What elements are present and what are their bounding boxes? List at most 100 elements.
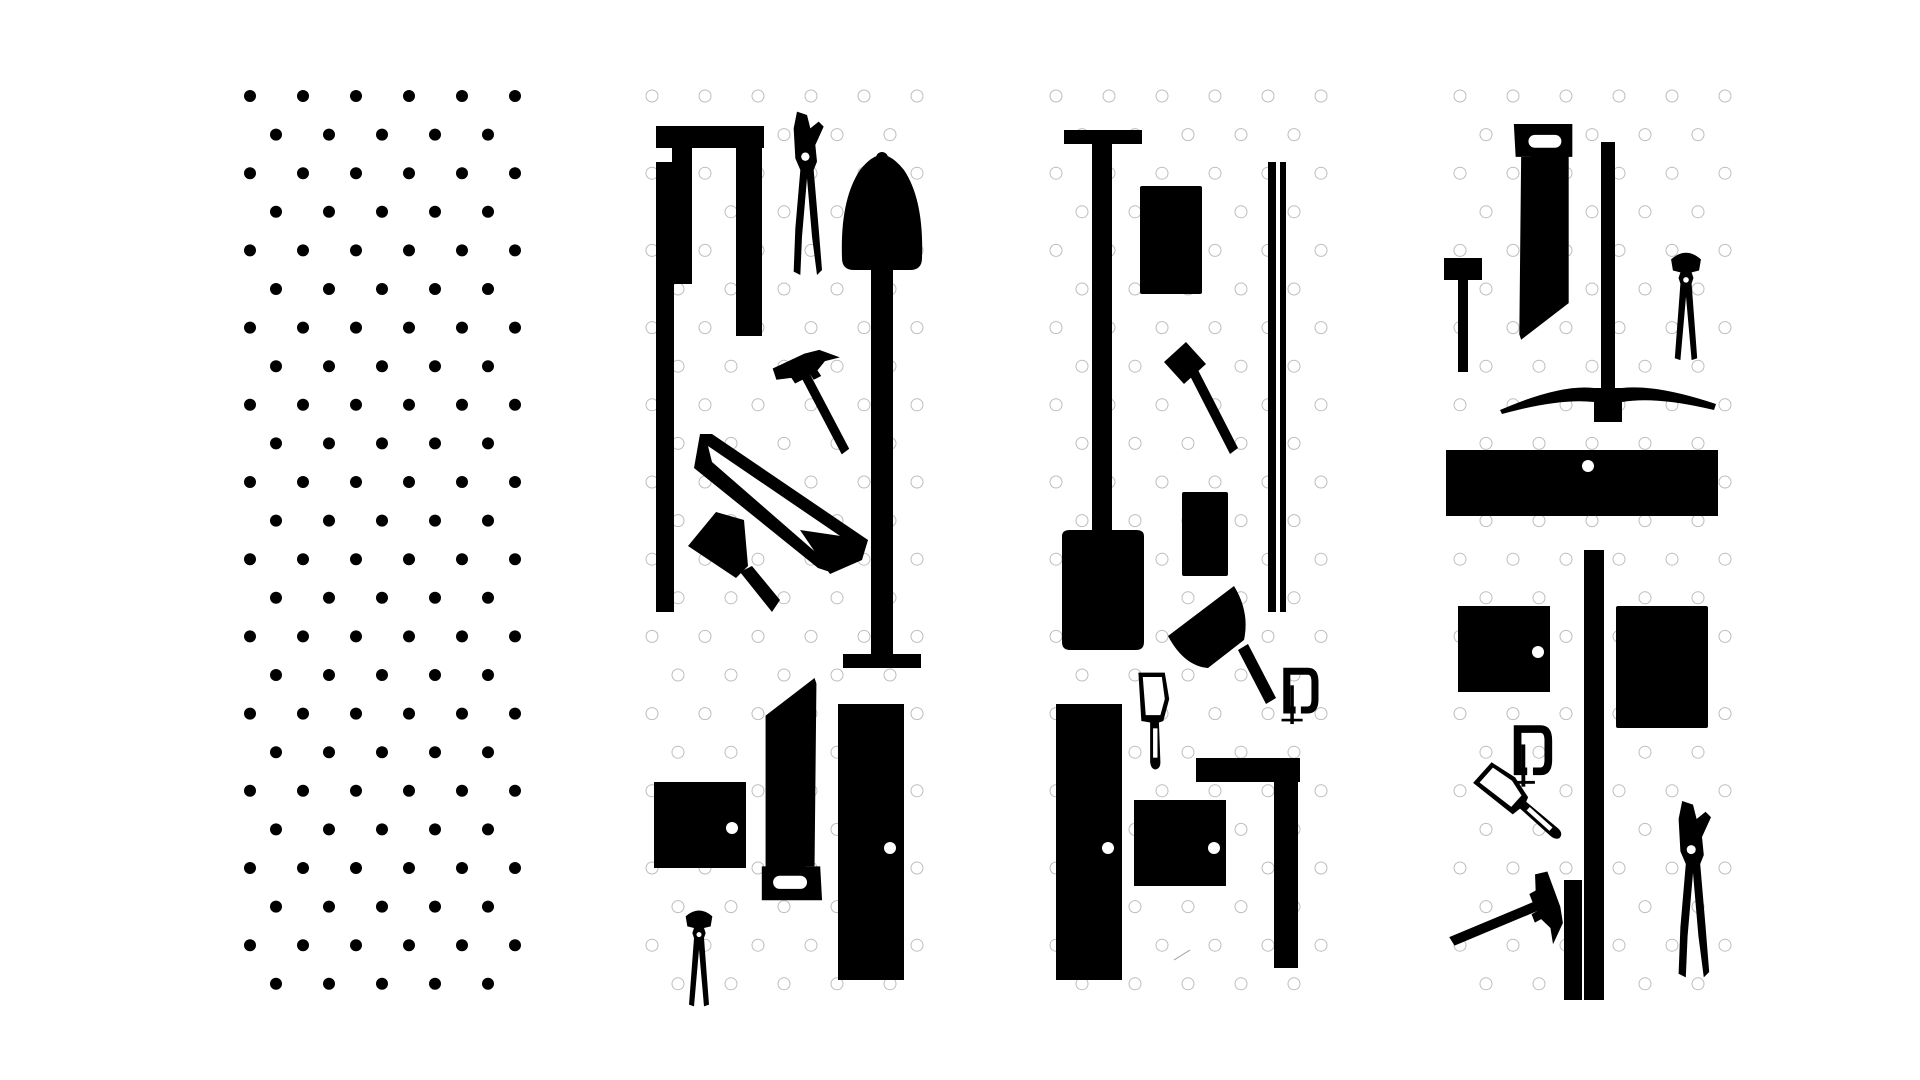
peg-hole <box>1261 861 1275 875</box>
peg-hole <box>1128 436 1142 450</box>
peg-hole <box>1155 398 1169 412</box>
shovel-icon <box>1062 130 1144 650</box>
peg-hole <box>1234 359 1248 373</box>
peg-hole <box>1314 784 1328 798</box>
peg-hole <box>1453 166 1467 180</box>
peg-hole <box>724 668 738 682</box>
peg-hole <box>244 862 256 874</box>
peg-hole <box>1479 514 1493 528</box>
peg-hole <box>1718 861 1732 875</box>
peg-hole <box>910 938 924 952</box>
peg-hole <box>244 553 256 566</box>
peg-hole <box>1234 822 1248 836</box>
peg-hole <box>1612 552 1626 566</box>
peg-hole <box>1506 166 1520 180</box>
peg-hole <box>1506 89 1520 103</box>
peg-hole <box>297 244 309 257</box>
peg-hole <box>297 784 309 797</box>
peg-hole <box>482 823 494 836</box>
peg-hole <box>1453 89 1467 103</box>
peg-hole <box>1261 784 1275 798</box>
peg-hole <box>323 746 335 759</box>
peg-hole <box>910 398 924 412</box>
peg-hole <box>270 591 282 604</box>
peg-hole <box>1479 977 1493 991</box>
peg-hole <box>1585 205 1599 219</box>
peg-hole <box>910 707 924 721</box>
peg-hole <box>509 862 521 874</box>
scratch-mark <box>1173 949 1191 961</box>
peg-hole <box>1665 784 1679 798</box>
peg-hole <box>1718 784 1732 798</box>
peg-hole <box>1261 707 1275 721</box>
peg-hole <box>1479 205 1493 219</box>
peg-hole <box>857 398 871 412</box>
peg-hole <box>910 629 924 643</box>
peg-hole <box>1559 629 1573 643</box>
peg-hole <box>1479 436 1493 450</box>
peg-hole <box>1638 128 1652 142</box>
peg-hole <box>1314 552 1328 566</box>
peg-hole <box>482 900 494 913</box>
peg-hole <box>482 591 494 604</box>
peg-hole <box>270 437 282 450</box>
peg-hole <box>777 436 791 450</box>
peg-hole <box>1314 89 1328 103</box>
peg-hole <box>429 514 441 527</box>
peg-hole <box>482 669 494 681</box>
peg-hole <box>509 398 521 411</box>
peg-hole <box>1691 514 1705 528</box>
peg-hole <box>429 128 441 141</box>
peg-hole <box>777 591 791 605</box>
peg-hole <box>1718 398 1732 412</box>
peg-hole <box>270 128 282 141</box>
short-bar-icon <box>1564 880 1582 1000</box>
shovel-icon <box>841 152 923 668</box>
peg-hole <box>1718 243 1732 257</box>
wood-block-icon <box>1458 606 1550 692</box>
peg-hole <box>376 283 388 295</box>
peg-hole <box>509 476 521 488</box>
peg-hole <box>350 476 362 488</box>
peg-hole <box>429 900 441 913</box>
peg-hole <box>270 900 282 913</box>
peg-hole <box>1612 938 1626 952</box>
peg-hole <box>1532 591 1546 605</box>
peg-hole <box>297 553 309 566</box>
peg-hole <box>1638 745 1652 759</box>
peg-hole <box>376 591 388 604</box>
peg-hole <box>1638 282 1652 296</box>
peg-hole <box>1049 321 1063 335</box>
peg-hole <box>323 977 335 990</box>
peg-hole <box>1314 475 1328 489</box>
peg-hole <box>804 938 818 952</box>
peg-hole <box>429 437 441 450</box>
peg-hole <box>1665 89 1679 103</box>
peg-hole <box>1261 89 1275 103</box>
peg-hole <box>1155 552 1169 566</box>
peg-hole <box>1128 977 1142 991</box>
peg-hole <box>830 977 844 991</box>
peg-hole <box>1559 552 1573 566</box>
peg-hole <box>910 321 924 335</box>
peg-hole <box>297 90 309 102</box>
peg-hole <box>1075 668 1089 682</box>
peg-hole <box>1665 552 1679 566</box>
peg-hole <box>1314 166 1328 180</box>
peg-hole <box>1234 900 1248 914</box>
peg-hole <box>1314 629 1328 643</box>
peg-hole <box>429 283 441 295</box>
peg-hole <box>482 205 494 218</box>
peg-hole <box>1718 89 1732 103</box>
peg-hole <box>323 669 335 681</box>
peg-hole <box>1155 629 1169 643</box>
peg-hole <box>244 476 256 488</box>
hoe-rake-icon <box>1500 142 1716 422</box>
peg-hole <box>1049 629 1063 643</box>
peg-hole <box>509 939 521 952</box>
empty-pegboard <box>244 90 521 990</box>
peg-hole <box>429 669 441 681</box>
peg-hole <box>1479 745 1493 759</box>
peg-hole <box>724 977 738 991</box>
peg-hole <box>1691 359 1705 373</box>
